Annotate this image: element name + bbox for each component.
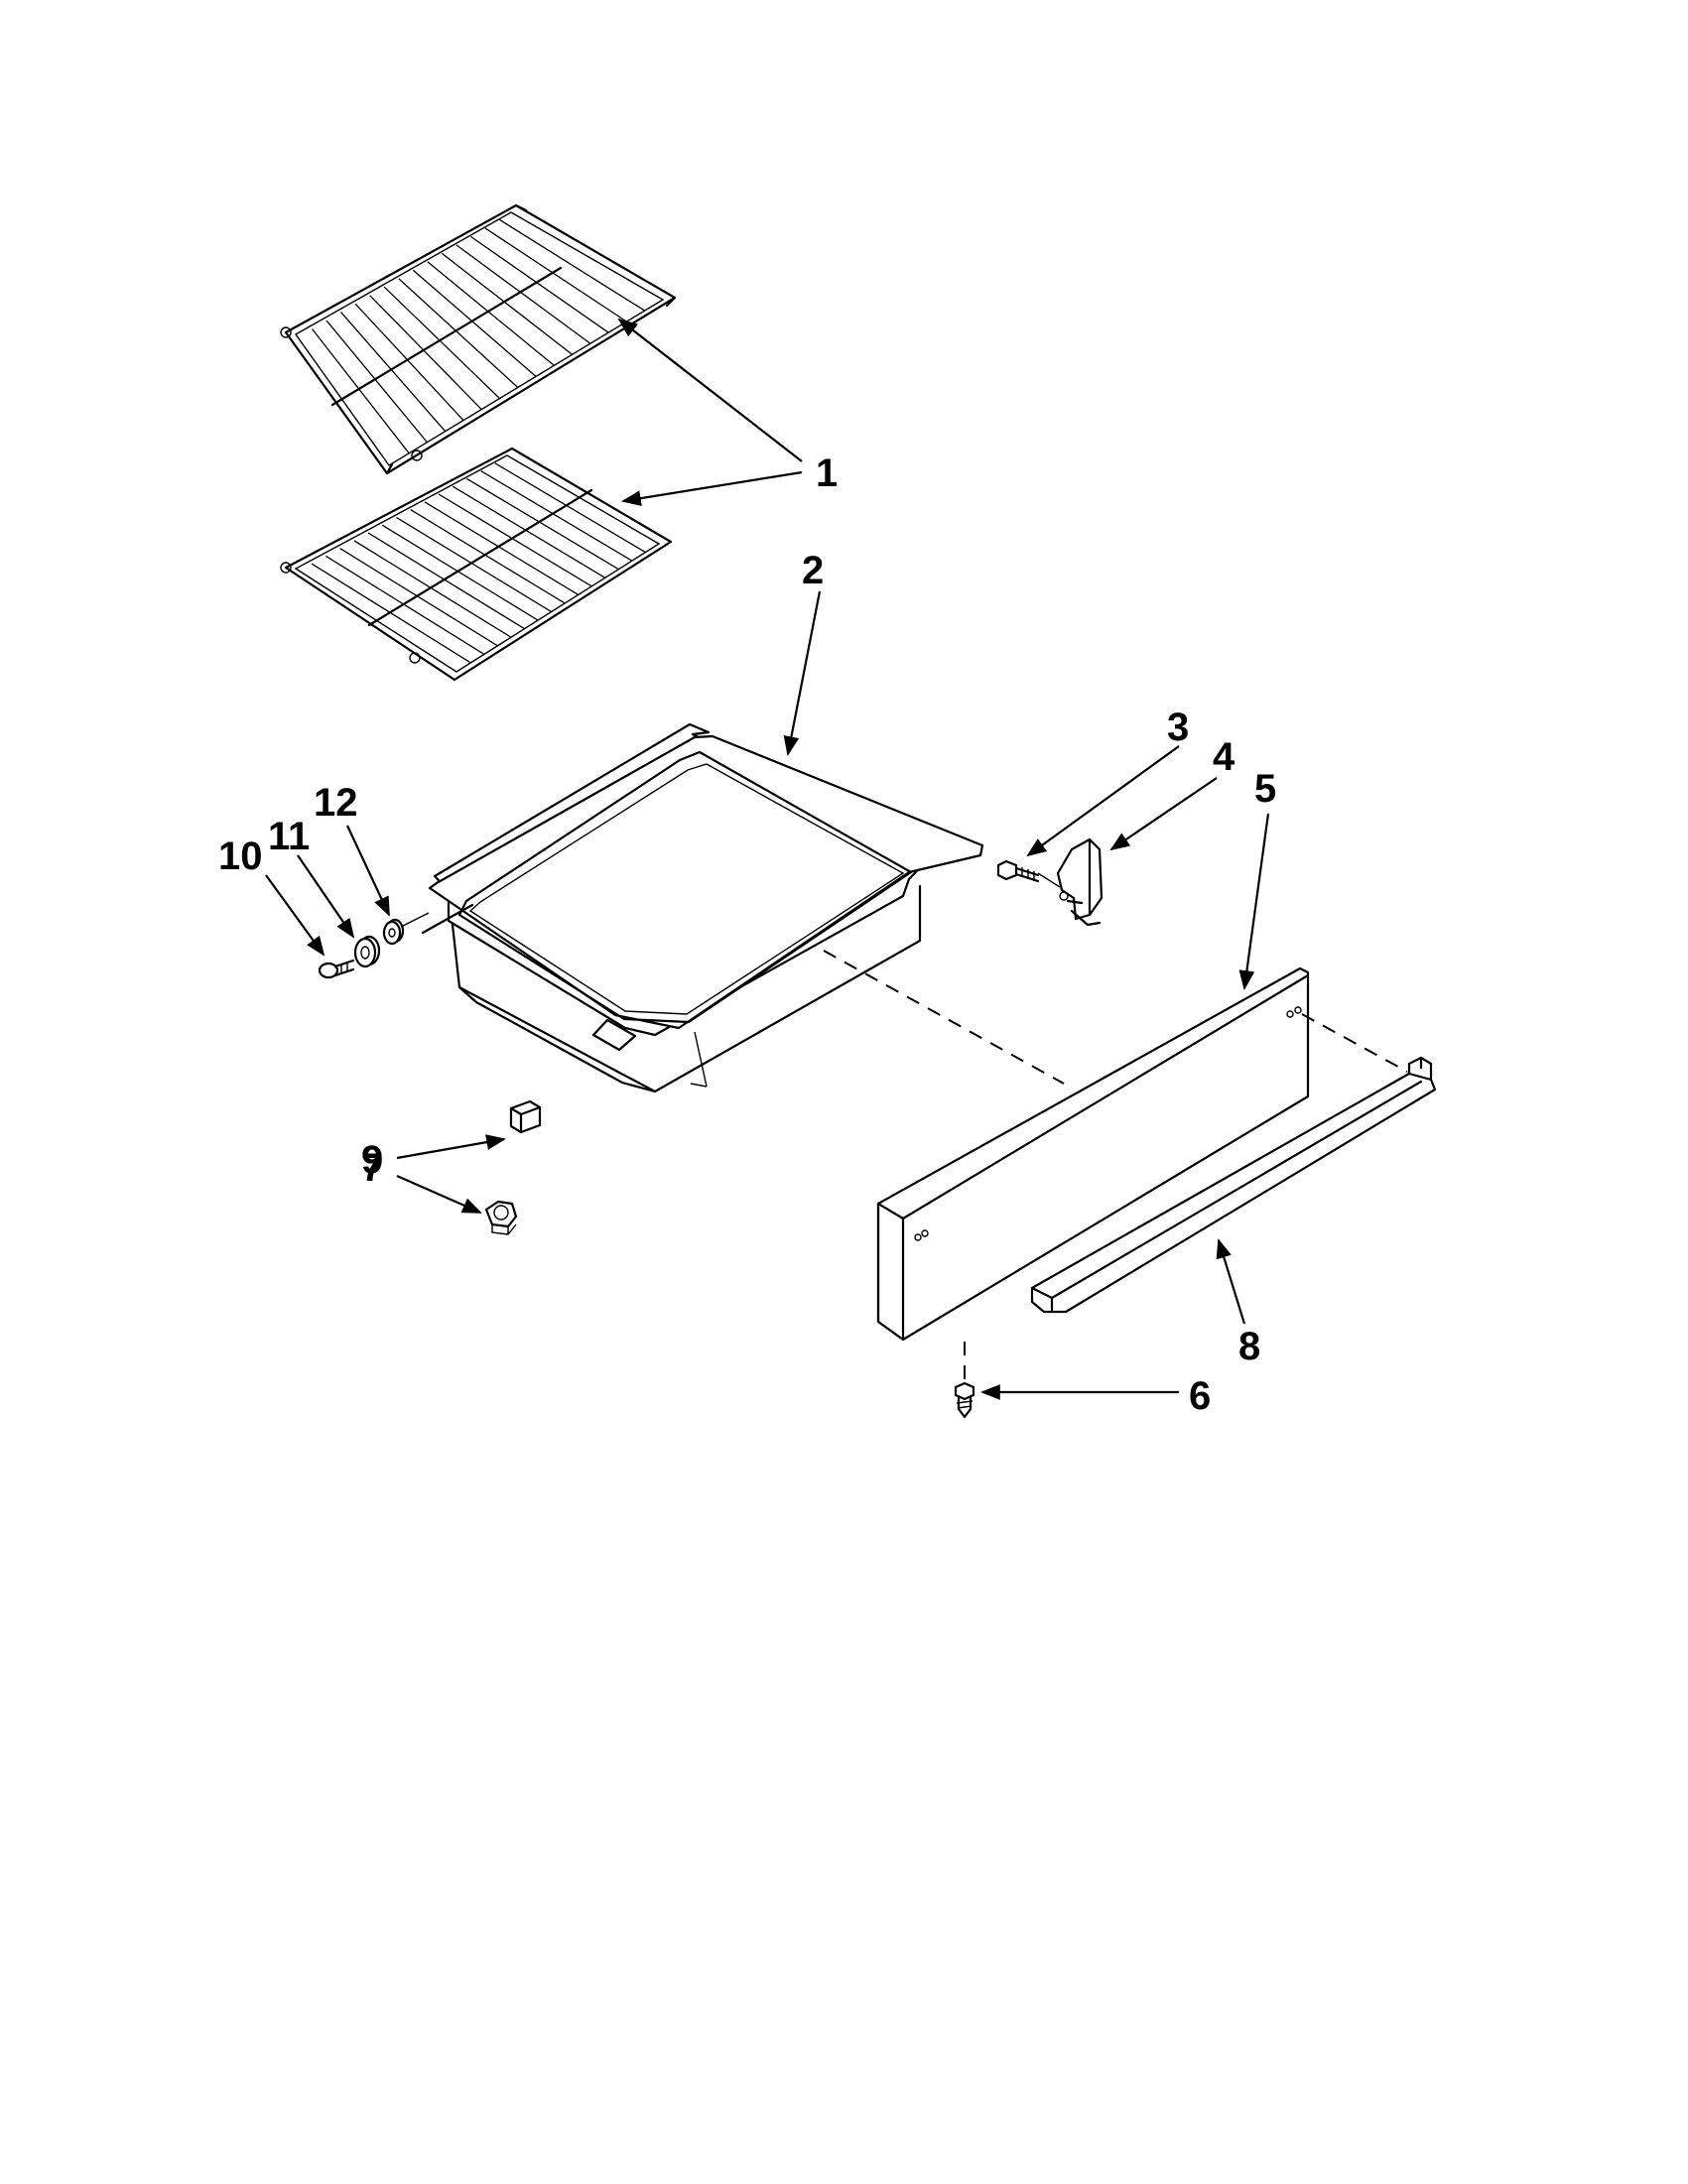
rack-wire <box>325 555 484 655</box>
rack-wire <box>339 548 498 646</box>
callout-5: 5 <box>1254 767 1276 811</box>
rack-wire <box>312 328 410 454</box>
bracket-4 <box>1037 837 1104 927</box>
leader-3 <box>1026 745 1180 857</box>
leader-lines <box>265 318 1270 1400</box>
callout-3: 3 <box>1167 706 1189 749</box>
roller-screw-10 <box>318 959 355 979</box>
leader-10 <box>265 874 325 957</box>
rack-wire <box>396 516 552 612</box>
rack-wire <box>438 493 592 587</box>
rack-wire <box>369 295 482 411</box>
oven-rack-lower <box>280 447 673 682</box>
rack-wire <box>441 252 574 355</box>
leader-1-upper <box>617 318 803 462</box>
rack-wire <box>367 532 525 629</box>
rack-wire <box>410 509 566 604</box>
rack-wire <box>412 269 537 377</box>
leader-5 <box>1238 813 1270 990</box>
rack-wire <box>466 477 619 571</box>
rack-wire <box>398 278 519 389</box>
rack-wire <box>427 261 555 366</box>
leader-8 <box>1216 1238 1246 1325</box>
rack-wire <box>499 218 646 312</box>
alignment-lines <box>400 912 1408 1379</box>
screw-3 <box>996 859 1040 883</box>
rack-wire <box>455 244 591 344</box>
callout-8: 8 <box>1238 1325 1260 1368</box>
leader-7 <box>396 1174 482 1215</box>
callout-7: 7 <box>361 1146 383 1190</box>
handle-8 <box>1030 1056 1437 1314</box>
callout-2: 2 <box>802 549 824 592</box>
bumper-9 <box>509 1099 542 1134</box>
rack-wire <box>354 303 464 422</box>
callout-11: 11 <box>268 815 310 858</box>
callout-12: 12 <box>314 781 358 825</box>
rack-wire <box>325 320 429 444</box>
rack-wire <box>381 524 538 621</box>
callouts: 1 2 3 4 5 6 7 8 9 10 11 12 <box>218 451 1276 1418</box>
rack-wire <box>494 462 646 554</box>
oven-rack-upper <box>280 203 677 475</box>
nut-7 <box>484 1200 518 1235</box>
panel-screw-6 <box>954 1381 975 1419</box>
rack-wire <box>470 235 609 333</box>
callout-10: 10 <box>218 835 263 878</box>
rack-wire <box>353 540 511 638</box>
drawer-pan <box>421 722 984 1093</box>
rack-wire <box>480 470 633 562</box>
callout-6: 6 <box>1189 1374 1211 1418</box>
rack-wire <box>452 485 605 578</box>
leader-4 <box>1109 777 1218 851</box>
rack-wire <box>340 312 447 433</box>
roller-11 <box>353 935 381 968</box>
leader-2 <box>783 590 822 756</box>
rack-wire <box>484 227 627 322</box>
rack-wire <box>383 286 501 400</box>
leader-12 <box>346 825 390 917</box>
leader-11 <box>297 854 355 939</box>
rack-wire <box>424 501 579 595</box>
drawer-front-panel <box>876 966 1310 1342</box>
leader-9 <box>396 1134 506 1160</box>
leader-1-lower <box>621 470 803 506</box>
callout-9: 9 <box>361 1138 383 1182</box>
callout-1: 1 <box>816 451 838 495</box>
callout-4: 4 <box>1213 735 1235 779</box>
spacer-12 <box>382 918 405 946</box>
